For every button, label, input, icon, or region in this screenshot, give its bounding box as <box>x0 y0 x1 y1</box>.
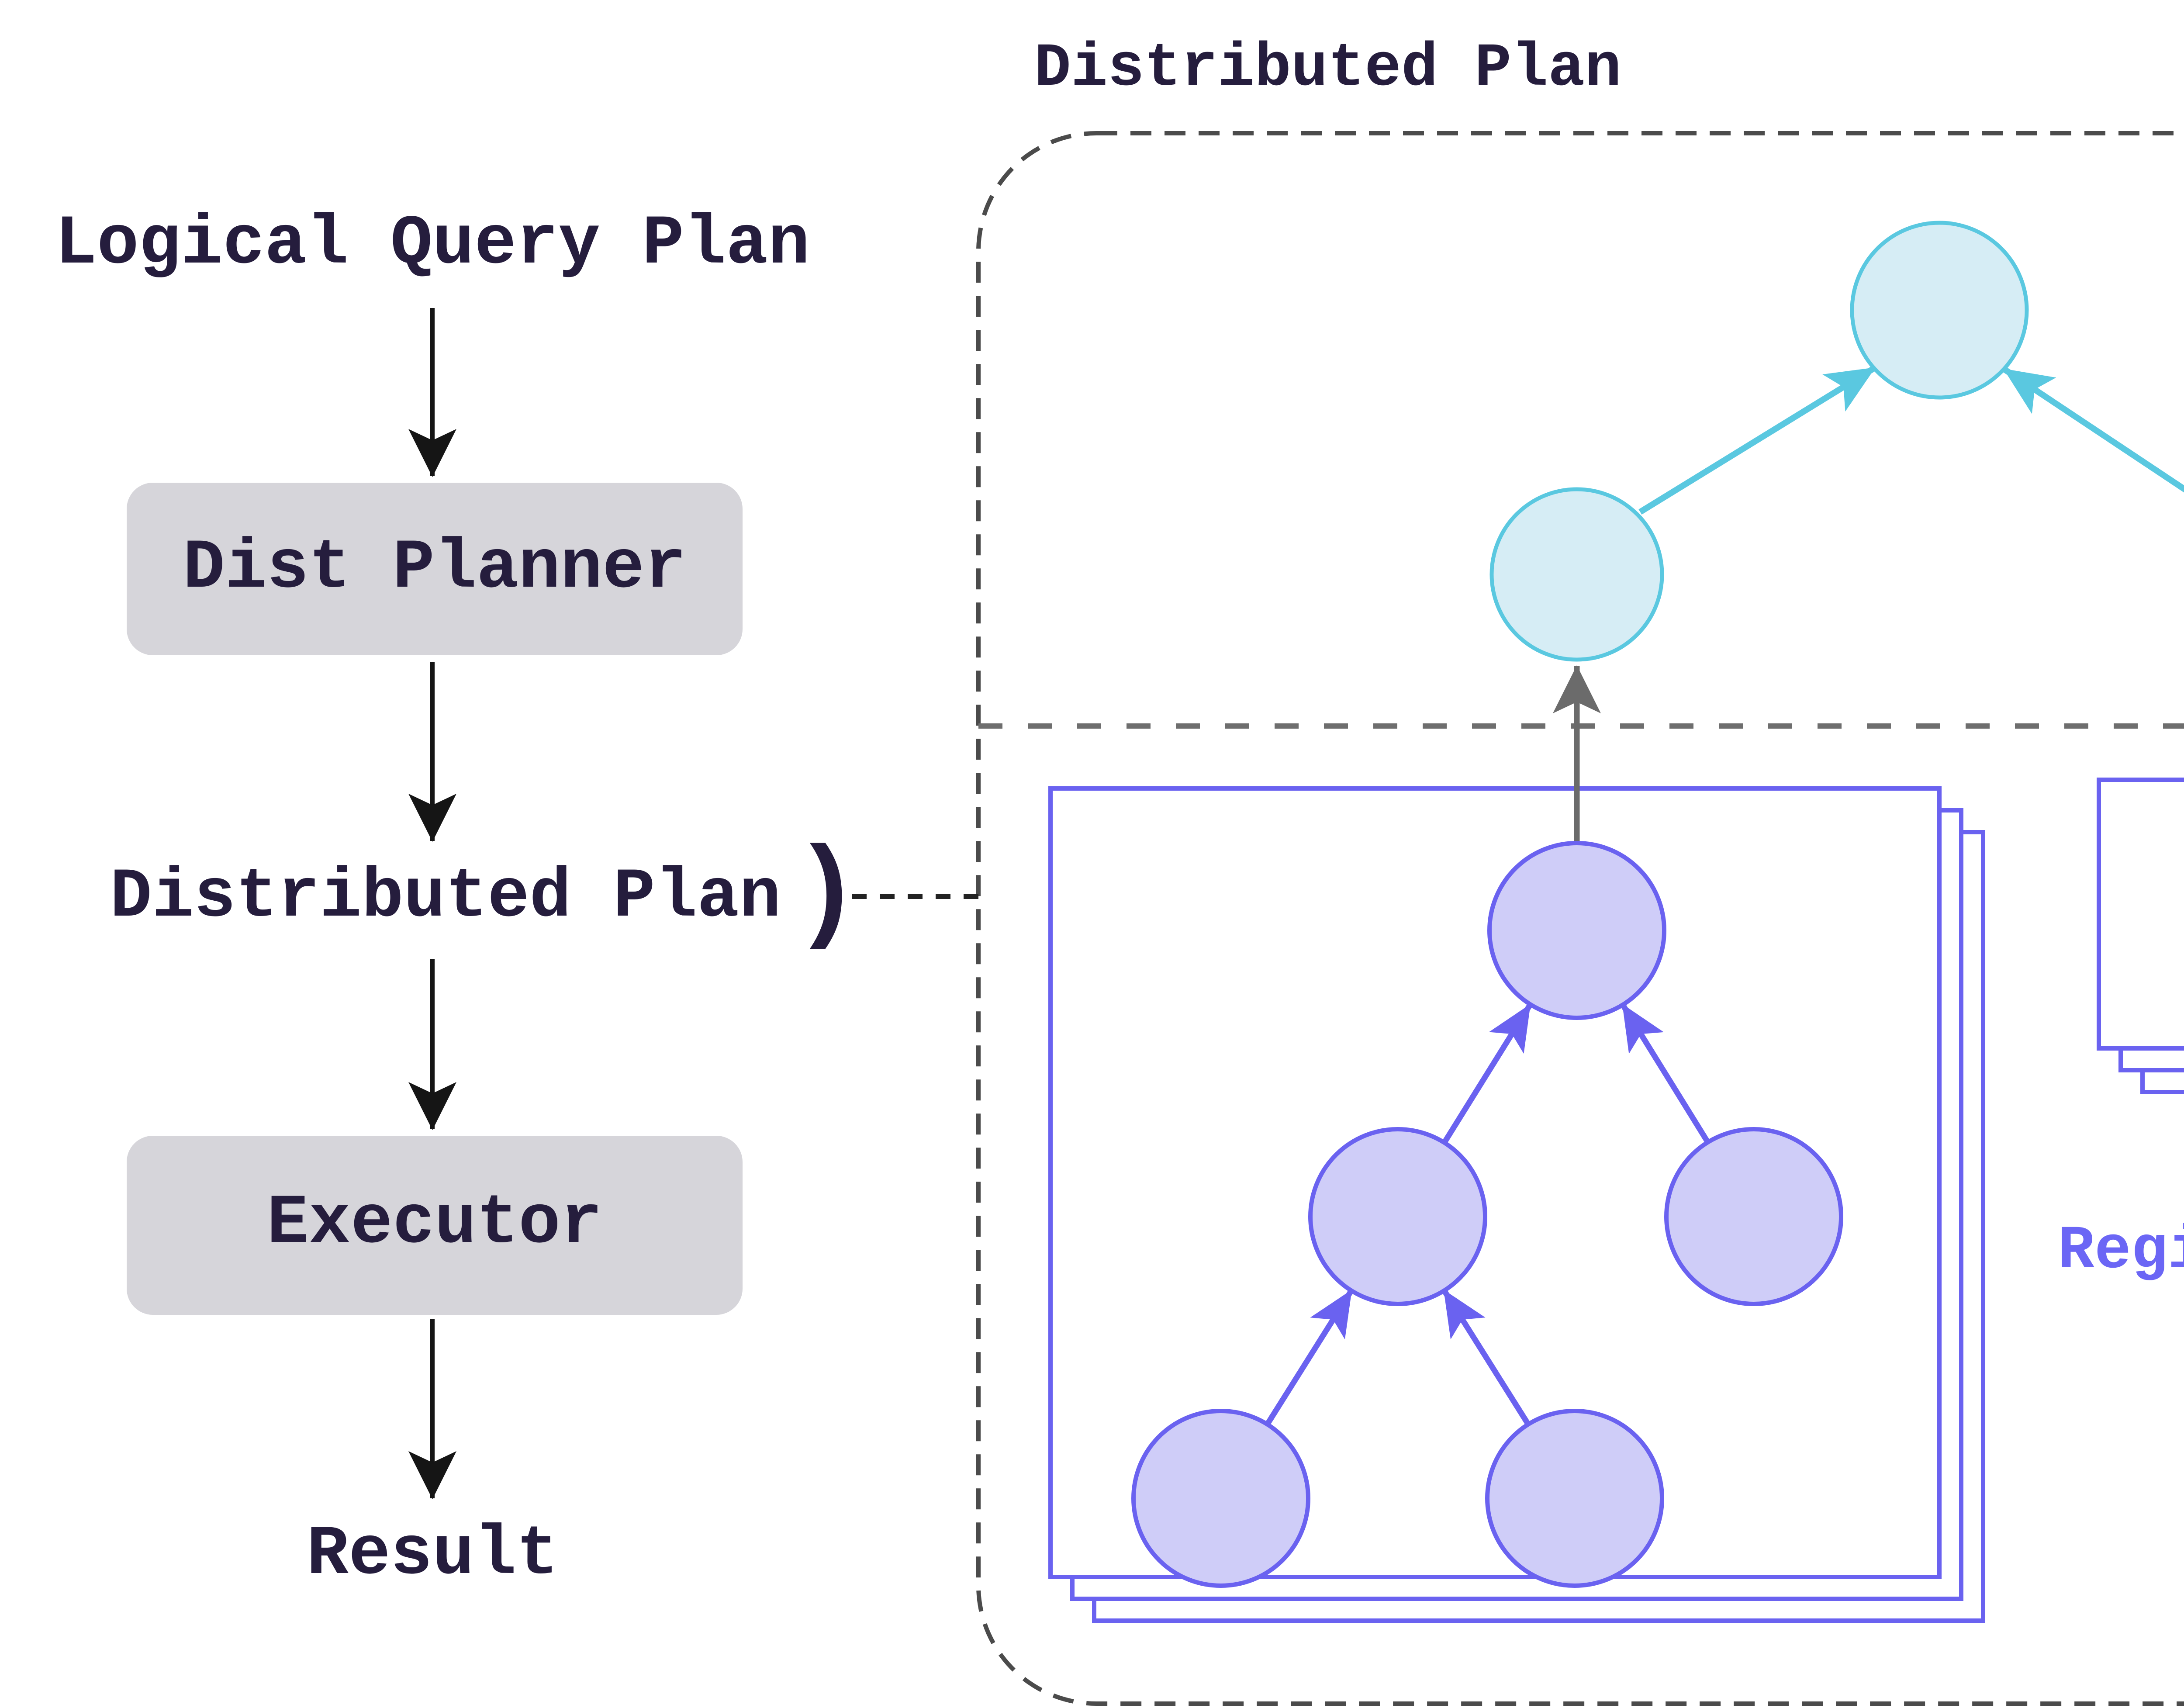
executor-box <box>127 1136 743 1315</box>
frontend-root-node <box>1850 221 2029 400</box>
frontend-nodes <box>1489 221 2029 662</box>
datanode-tree-arrows <box>1265 1003 1711 1426</box>
stage-arrows <box>1553 665 1601 850</box>
arrow-frontend-right-to-root <box>2002 366 2184 493</box>
distributed-plan-output-label: Distributed Plan <box>110 858 781 937</box>
datanode-mid-right-node <box>1664 1127 1843 1306</box>
logical-query-plan-label: Logical Query Plan <box>55 205 810 284</box>
datanode-leaf-mid-node <box>1485 1409 1664 1588</box>
datanode-mid-left-node <box>1308 1127 1487 1306</box>
datanode-nodes-large <box>1131 841 1843 1588</box>
distributed-plan-container-title: Distributed Plan <box>1034 34 1622 104</box>
arrow-mid-left-to-root <box>1442 1003 1533 1144</box>
arrow-mid-right-to-root <box>1620 1003 1711 1144</box>
arrow-leaf-left-to-mid <box>1265 1289 1354 1426</box>
arrow-leaf-mid-to-mid <box>1441 1289 1531 1426</box>
datanode-root-node <box>1487 841 1666 1020</box>
dist-planner-box <box>127 483 743 655</box>
distributed-plan-container <box>976 131 2184 1706</box>
regions-label: Regions <box>2057 1217 2184 1286</box>
region-stack-small <box>2097 778 2184 1094</box>
arrow-frontend-left-to-root <box>1638 365 1876 515</box>
dist-planner-label: Dist Planner <box>183 529 687 608</box>
datanode-leaf-left-node <box>1131 1409 1310 1588</box>
frontend-tree-arrows <box>1638 365 2184 515</box>
region-page-front <box>2097 778 2184 1051</box>
result-label: Result <box>306 1515 559 1594</box>
bracket-glyph: ) <box>792 831 861 960</box>
frontend-left-node <box>1489 487 1664 662</box>
executor-label: Executor <box>266 1184 603 1263</box>
